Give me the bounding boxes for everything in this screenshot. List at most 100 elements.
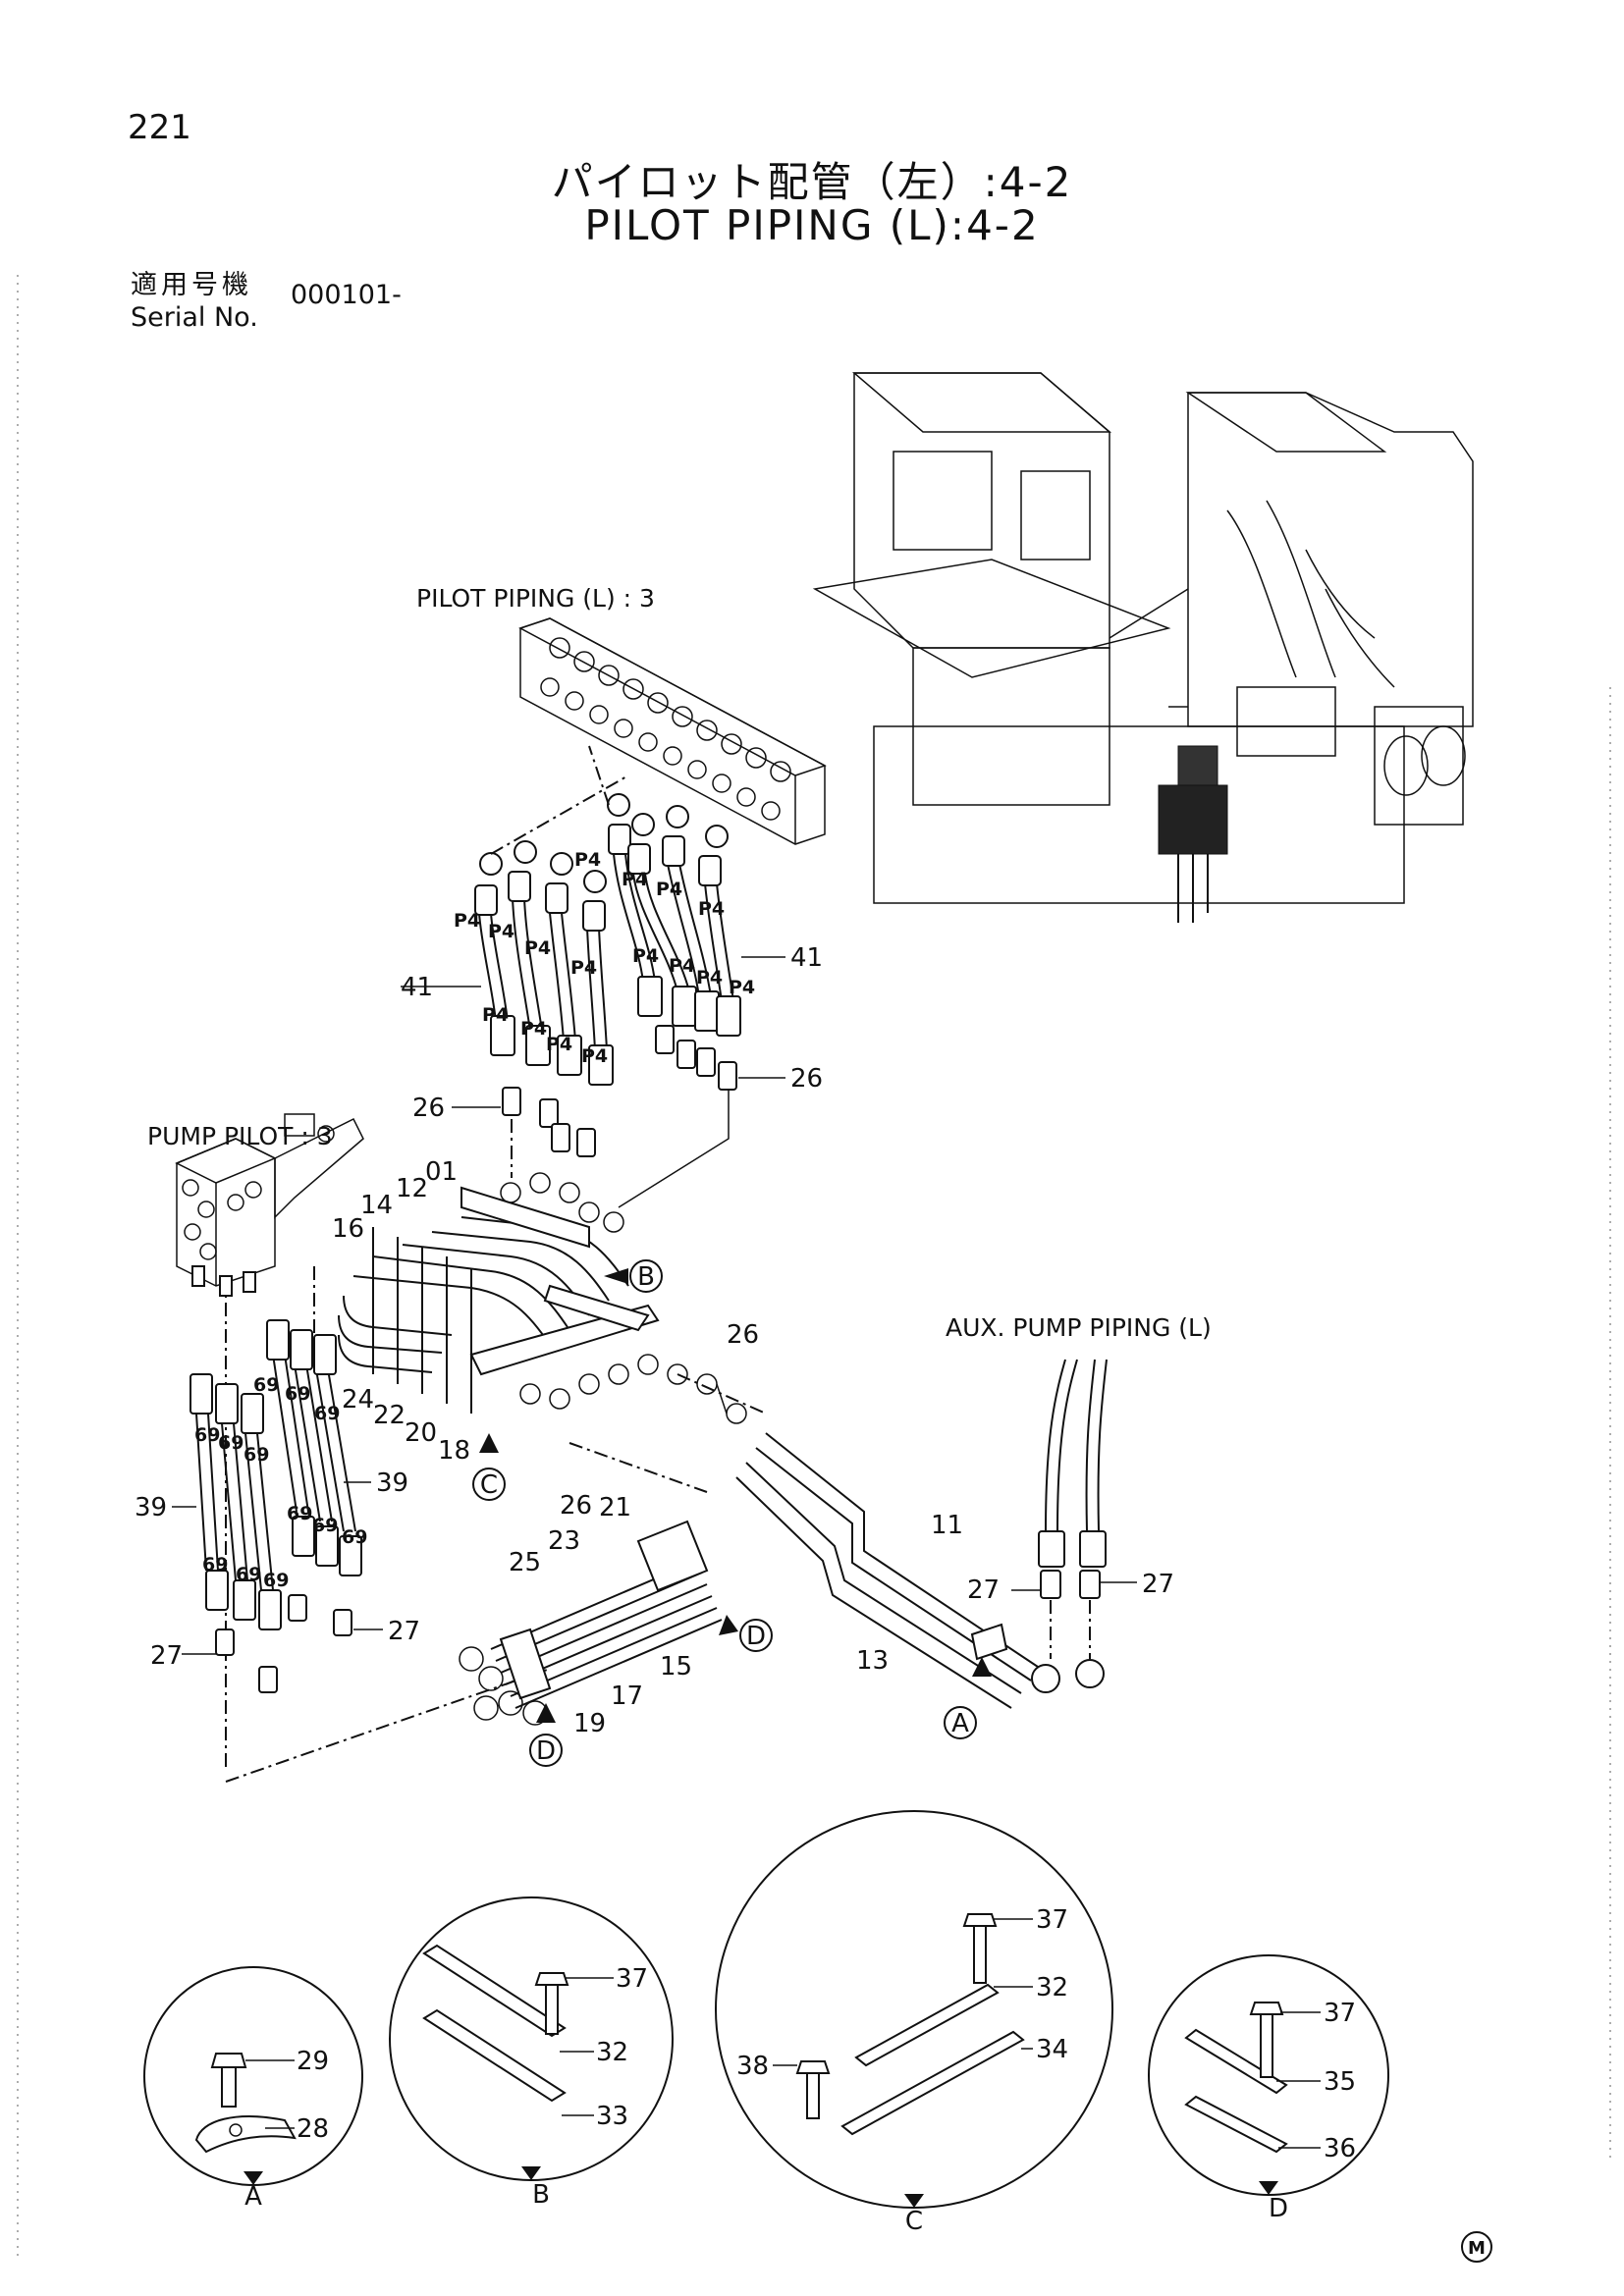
callout-41: 41: [401, 973, 433, 1002]
detail-c: C 37 32 38 34: [715, 1810, 1113, 2236]
callout-17: 17: [611, 1682, 643, 1711]
callout-13: 13: [856, 1646, 889, 1676]
adapter-69-label: 69: [285, 1383, 310, 1405]
p4-labels: P4 P4 P4 P4 P4 P4 P4 P4 P4 P4 P4 P4 P4 P…: [454, 849, 755, 1067]
detail-ref-c: [472, 1468, 506, 1501]
detail-c-part: 32: [1036, 1973, 1068, 2002]
detail-d-part: 35: [1324, 2067, 1356, 2097]
p4-label: P4: [632, 945, 659, 967]
p4-label: P4: [581, 1045, 608, 1067]
ref-pump-pilot: PUMP PILOT : 3: [147, 1122, 333, 1150]
callout-23: 23: [548, 1526, 580, 1556]
hose-set-41-right: [607, 793, 741, 1037]
adapter-69-label: 69: [312, 1515, 338, 1536]
adapter-69-label: 69: [244, 1444, 269, 1466]
detail-c-label: C: [905, 2207, 923, 2236]
detail-b-part: 33: [596, 2102, 628, 2131]
callout-14: 14: [360, 1191, 393, 1220]
p4-label: P4: [524, 937, 551, 959]
callout-20: 20: [405, 1418, 437, 1448]
hose-set-39: [189, 1319, 362, 1693]
detail-ref-b: [629, 1259, 663, 1293]
callout-26: 26: [790, 1064, 823, 1094]
adapter-69-label: 69: [253, 1374, 279, 1396]
detail-a-part: 29: [297, 2047, 329, 2076]
callout-27: 27: [1142, 1570, 1174, 1599]
serial-label: Serial No.: [131, 302, 258, 333]
svg-text:M: M: [1468, 2238, 1486, 2259]
callout-41: 41: [790, 943, 823, 973]
p4-label: P4: [729, 977, 755, 998]
page-title-japanese: パイロット配管（左）:4-2: [551, 158, 1073, 206]
detail-a-part: 28: [297, 2114, 329, 2144]
adapter-group-26-upper: [502, 1025, 737, 1208]
detail-ref-d-label: D: [746, 1622, 766, 1651]
p4-label: P4: [574, 849, 601, 871]
p4-label: P4: [546, 1034, 572, 1055]
detail-b: B 37 32 33: [389, 1896, 674, 2210]
callout-39: 39: [376, 1468, 408, 1498]
detail-d-part: 36: [1324, 2134, 1356, 2163]
callout-12: 12: [396, 1174, 428, 1203]
detail-c-part: 38: [736, 2052, 769, 2081]
callout-24: 24: [342, 1385, 374, 1415]
p4-label: P4: [656, 879, 682, 900]
machine-outline: [812, 372, 1474, 923]
callout-27: 27: [388, 1617, 420, 1646]
callout-19: 19: [573, 1709, 606, 1738]
p4-label: P4: [488, 921, 514, 942]
callout-11: 11: [931, 1511, 963, 1540]
p4-label: P4: [696, 967, 723, 988]
adapter-69-label: 69: [342, 1526, 367, 1548]
adapter-69-labels: 69 69 69 69 69 69 69 69 69 69 69 69: [194, 1374, 367, 1591]
callout-39: 39: [135, 1493, 167, 1522]
adapter-69-label: 69: [236, 1564, 261, 1585]
ref-pilot-piping-l3: PILOT PIPING (L) : 3: [416, 584, 655, 613]
ref-aux-pump-piping: AUX. PUMP PIPING (L): [946, 1313, 1212, 1342]
adapter-69-label: 69: [314, 1403, 340, 1424]
footer-mark: M: [1461, 2231, 1492, 2263]
adapter-69-label: 69: [194, 1424, 220, 1446]
aux-pump-piping: [735, 1359, 1108, 1709]
part-callouts: 01 12 14 16 24 22 20 18 41 41 26 26 26 2…: [135, 943, 1174, 1738]
callout-18: 18: [438, 1436, 470, 1466]
detail-d: D 37 35 36: [1148, 1954, 1389, 2223]
detail-ref-d: [529, 1734, 563, 1767]
detail-c-part: 34: [1036, 2035, 1068, 2064]
routing-lines: [225, 745, 767, 1783]
page-title-english: PILOT PIPING (L):4-2: [584, 201, 1040, 249]
p4-label: P4: [622, 869, 648, 890]
adapter-69-label: 69: [218, 1432, 244, 1454]
detail-a: A 29 28: [143, 1966, 363, 2212]
tube-bundle-lower: [459, 1520, 723, 1726]
callout-01: 01: [425, 1157, 458, 1187]
pump-pilot-block: [175, 1113, 364, 1297]
page-number: 221: [128, 108, 191, 147]
callout-25: 25: [509, 1548, 541, 1577]
p4-label: P4: [698, 898, 725, 920]
callout-26: 26: [412, 1094, 445, 1123]
detail-ref-c-label: C: [480, 1470, 498, 1500]
detail-b-label: B: [532, 2180, 550, 2210]
p4-label: P4: [454, 910, 480, 932]
p4-label: P4: [669, 955, 695, 977]
detail-a-label: A: [244, 2182, 262, 2212]
callout-15: 15: [660, 1652, 692, 1682]
callout-16: 16: [332, 1214, 364, 1244]
detail-ref-a-label: A: [951, 1709, 969, 1738]
leader-lines: [172, 956, 1137, 1655]
callout-21: 21: [599, 1493, 631, 1522]
tube-bundle-center: [338, 1172, 747, 1424]
detail-ref-markers: B C D D A: [472, 1259, 992, 1767]
serial-number-value: 000101-: [291, 280, 402, 310]
detail-ref-b-label: B: [637, 1262, 655, 1292]
pilot-manifold-upper: [518, 617, 827, 845]
detail-d-part: 37: [1324, 1999, 1356, 2028]
p4-label: P4: [520, 1018, 547, 1040]
detail-b-part: 37: [616, 1964, 648, 1994]
detail-ref-d: [739, 1619, 773, 1652]
detail-c-part: 37: [1036, 1905, 1068, 1935]
callout-26: 26: [560, 1491, 592, 1521]
callout-26: 26: [727, 1320, 759, 1350]
callout-27: 27: [967, 1575, 1000, 1605]
